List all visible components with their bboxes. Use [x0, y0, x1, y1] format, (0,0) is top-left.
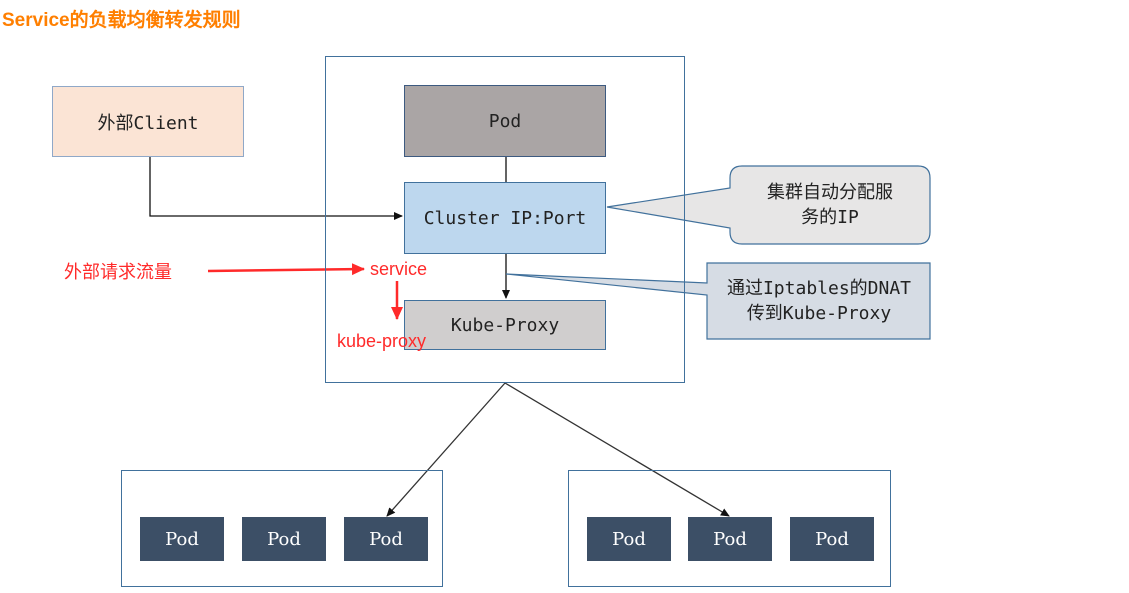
- callout-dnat-line1: 通过Iptables的DNAT: [726, 278, 912, 299]
- callout-assign-line2: 务的IP: [801, 207, 859, 228]
- to-node-group-2-arrow: [504, 382, 730, 517]
- node-group-1-pod-3: Pod: [344, 517, 428, 561]
- callout-assign-shape: [606, 165, 931, 245]
- kube-proxy-label: kube-proxy: [337, 331, 427, 351]
- external-traffic-arrow: [207, 263, 365, 276]
- callout-dnat-text: 通过Iptables的DNAT 传到Kube-Proxy: [712, 276, 926, 326]
- kube-proxy-box: Kube-Proxy: [404, 300, 606, 350]
- callout-assign-line1: 集群自动分配服: [767, 182, 893, 203]
- node-group-1-pod-2: Pod: [242, 517, 326, 561]
- pod-box: Pod: [404, 85, 606, 157]
- service-label: service: [370, 259, 428, 279]
- node-group-2-pod-3: Pod: [790, 517, 874, 561]
- node-group-1: [121, 470, 443, 587]
- callout-assign-text: 集群自动分配服 务的IP: [740, 180, 920, 230]
- service-frame: [325, 56, 685, 383]
- external-traffic-label: 外部请求流量: [64, 262, 172, 282]
- cluster-ip-box: Cluster IP:Port: [404, 182, 606, 254]
- callout-dnat-shape: [505, 262, 931, 340]
- node-group-2-pod-1: Pod: [587, 517, 671, 561]
- callout-dnat-line2: 传到Kube-Proxy: [746, 303, 892, 324]
- client-to-cluster-arrow: [149, 157, 403, 220]
- external-client-box: 外部Client: [52, 86, 244, 157]
- to-node-group-1-arrow: [386, 382, 506, 517]
- node-group-2: [568, 470, 891, 587]
- node-group-2-pod-2: Pod: [688, 517, 772, 561]
- node-group-1-pod-1: Pod: [140, 517, 224, 561]
- page-title: Service的负载均衡转发规则: [2, 10, 241, 31]
